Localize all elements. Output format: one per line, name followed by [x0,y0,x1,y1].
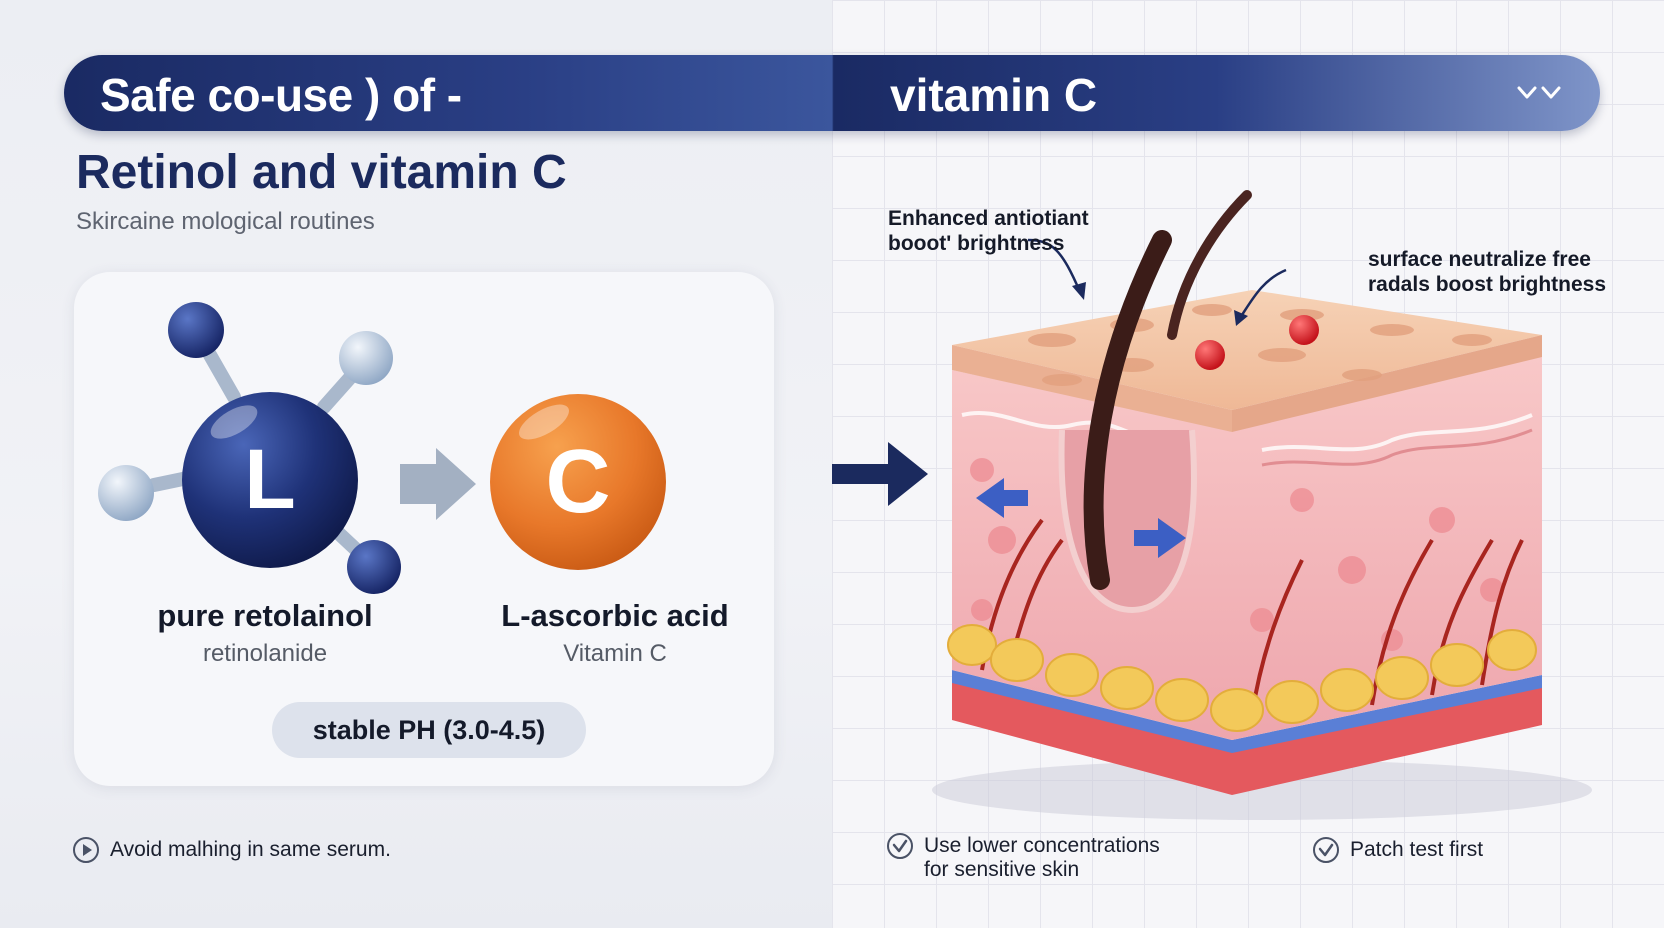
callout-left-line2: booot' brightness [888,232,1065,255]
hair-strand-secondary [1167,190,1252,340]
callout-right-line2: radals boost brightness [1368,273,1607,296]
molecule-illustration: L C [98,302,666,594]
retinol-subname: retinolanide [202,640,328,667]
tip-middle-line1: Use lower concentrations [924,834,1160,857]
tip-lower-concentrations: Use lower concentrations for sensitive s… [886,832,1160,882]
chevron-double-down-icon[interactable] [1515,80,1567,108]
antioxidant-dot [1195,340,1225,370]
callout-right-line1: surface neutralize free [1368,248,1591,271]
banner-title-right: vitamin C [890,69,1098,121]
callout-left-line1: Enhanced antiotiant [888,207,1089,230]
retinol-sphere [182,392,358,568]
vitamin-c-letter: C [546,432,611,532]
banner-title-left: Safe co-use ) of - [100,69,462,121]
tip-left-text: Avoid malhing in same serum. [110,838,391,861]
atom-light-right [339,331,393,385]
callout-right: surface neutralize free radals boost bri… [1368,247,1606,297]
check-circle-icon [887,833,913,859]
retinol-letter: L [244,432,295,526]
skin-bottom-red-layer [952,680,1542,795]
tip-avoid-mixing: Avoid malhing in same serum. [72,836,391,864]
page-subheading: Skircaine mological routines [76,208,375,235]
antioxidant-dot [1289,315,1319,345]
fat-cells [947,624,1537,732]
atom-light-left [98,465,154,521]
tip-middle-line2: for sensitive skin [924,858,1080,881]
blue-arrow-right-icon [1134,518,1186,558]
arrow-right-icon [832,442,928,506]
page-heading: Retinol and vitamin C [76,146,567,199]
callout-pointer-right [1238,268,1287,319]
skin-cross-section [932,190,1592,820]
play-circle-icon [73,837,99,863]
tip-right-text: Patch test first [1350,838,1484,861]
callout-pointer-left [1027,238,1082,293]
atom-navy-bottom [347,540,401,594]
callout-left: Enhanced antiotiant booot' brightness [888,206,1089,256]
transition-arrow [400,448,476,520]
hair-strand-main [1083,230,1172,590]
title-banner [64,55,1600,131]
retinol-name: pure retolainol [157,598,373,633]
epidermis-surface [952,290,1542,410]
vitamin-c-sphere [490,394,666,570]
tip-patch-test: Patch test first [1312,836,1483,864]
atom-navy-top [168,302,224,358]
check-circle-icon [1313,837,1339,863]
blue-arrow-left-icon [976,478,1028,518]
ph-badge: stable PH (3.0-4.5) [272,702,586,758]
skin-blood-vessel-layer [952,670,1542,753]
vitamin-c-subname: Vitamin C [563,640,667,667]
molecule-card [74,272,774,786]
vitamin-c-name: L-ascorbic acid [501,598,729,633]
